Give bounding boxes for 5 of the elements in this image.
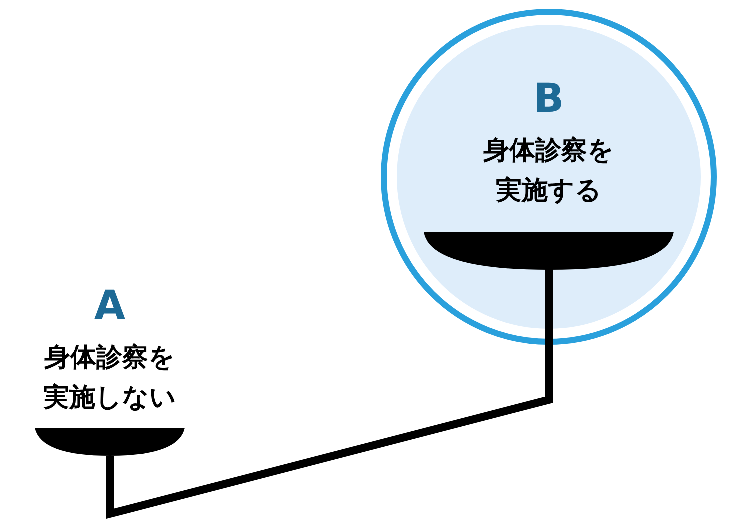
option-label: 身体診察を実施する (482, 135, 616, 208)
option-letter: B (532, 77, 566, 121)
balance-beam (106, 345, 553, 520)
option-letter: A (94, 284, 126, 328)
option-label: 身体診察を実施しない (42, 342, 178, 415)
